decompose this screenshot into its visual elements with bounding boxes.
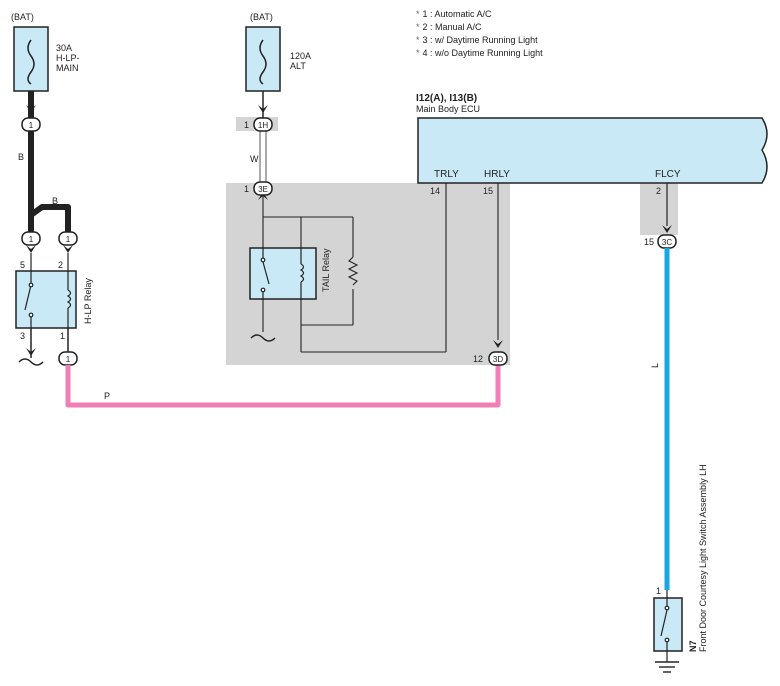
fuse-right-icon xyxy=(259,39,267,85)
ground-icon xyxy=(655,661,679,673)
fuse-left-source: (BAT) xyxy=(11,12,34,22)
wire-p xyxy=(65,365,501,408)
hlp-relay-pin5: 5 xyxy=(20,260,25,270)
fuse-right-box xyxy=(245,26,281,92)
connector-left-b: 1 xyxy=(58,231,78,246)
ecu-box xyxy=(417,117,768,184)
svg-text:1: 1 xyxy=(29,121,34,130)
ground-tilde-tail xyxy=(250,334,276,342)
switch-contact-icon xyxy=(660,590,670,662)
tail-relay-wiring xyxy=(262,183,499,353)
tail-relay-box xyxy=(249,247,317,300)
svg-text:1H: 1H xyxy=(258,121,268,130)
note-item: *1 : Automatic A/C xyxy=(416,9,492,19)
tail-relay-switch-icon xyxy=(260,248,270,299)
svg-text:1: 1 xyxy=(244,120,249,130)
fuse-left-name1: H-LP- xyxy=(56,53,80,63)
fuse-right-rating: 120A xyxy=(290,51,311,61)
ecu-terminal-trly: TRLY xyxy=(434,169,459,180)
svg-text:12: 12 xyxy=(473,354,483,364)
svg-text:3E: 3E xyxy=(258,185,268,194)
switch-name: Front Door Courtesy Light Switch Assembl… xyxy=(698,464,708,652)
hlp-relay-box xyxy=(15,270,77,329)
hlp-relay-pin2: 2 xyxy=(58,260,63,270)
connector-3c: 3C 15 xyxy=(644,234,677,249)
hlp-relay-switch-icon xyxy=(24,253,34,328)
connector-relay-out: 1 xyxy=(58,351,78,366)
wire-label-p: P xyxy=(104,391,110,401)
connector-3e: 3E 1 xyxy=(244,181,273,196)
wire-w xyxy=(259,131,267,182)
svg-text:1: 1 xyxy=(66,235,71,244)
ecu-pin-2: 2 xyxy=(656,186,661,196)
tail-relay-coil-icon xyxy=(299,248,305,299)
fuse-left-box xyxy=(13,26,49,92)
hlp-relay-pin1: 1 xyxy=(60,331,65,341)
wire-label-l: L xyxy=(650,363,660,368)
connector-1h: 1H 1 xyxy=(244,117,273,132)
notes-list: *1 : Automatic A/C *2 : Manual A/C *3 : … xyxy=(416,8,543,60)
fuse-left-name2: MAIN xyxy=(56,63,79,73)
arrow-markers xyxy=(26,105,672,356)
wire-label-b1: B xyxy=(18,152,24,162)
ecu-terminal-flcy: FLCY xyxy=(655,169,681,180)
switch-code: N7 xyxy=(688,640,698,652)
hlp-relay-name: H-LP Relay xyxy=(83,278,93,324)
connector-top-left: 1 xyxy=(21,117,41,132)
svg-text:3C: 3C xyxy=(662,238,672,247)
ecu-pin-15: 15 xyxy=(483,186,493,196)
fuse-left-rating: 30A xyxy=(56,43,72,53)
note-item: *2 : Manual A/C xyxy=(416,22,482,32)
ecu-code: I12(A), I13(B) xyxy=(416,93,477,104)
wire-b-left xyxy=(28,91,71,232)
fuse-right-name1: ALT xyxy=(290,61,306,71)
svg-text:3D: 3D xyxy=(493,355,503,364)
ecu-terminal-hrly: HRLY xyxy=(484,169,510,180)
fuse-left-icon xyxy=(27,39,35,85)
svg-text:15: 15 xyxy=(644,237,654,247)
ecu-pin-14: 14 xyxy=(430,186,440,196)
svg-text:1: 1 xyxy=(66,355,71,364)
connector-3d: 3D 12 xyxy=(473,351,508,366)
hlp-relay-coil-icon xyxy=(66,253,72,328)
fuse-right-source: (BAT) xyxy=(250,12,273,22)
ground-tilde-left xyxy=(18,358,44,366)
switch-pin: 1 xyxy=(656,586,661,596)
svg-text:1: 1 xyxy=(244,184,249,194)
wire-label-b2: B xyxy=(52,196,58,206)
note-item: *3 : w/ Daytime Running Light xyxy=(416,35,538,45)
ecu-name: Main Body ECU xyxy=(416,104,480,114)
svg-text:1: 1 xyxy=(29,235,34,244)
shaded-area-flcy xyxy=(640,183,678,235)
hlp-relay-pin3: 3 xyxy=(20,331,25,341)
wire-label-w: W xyxy=(250,154,259,164)
connector-left-a: 1 xyxy=(21,231,41,246)
tail-relay-name: TAIL Relay xyxy=(321,248,331,292)
note-item: *4 : w/o Daytime Running Light xyxy=(416,48,543,58)
